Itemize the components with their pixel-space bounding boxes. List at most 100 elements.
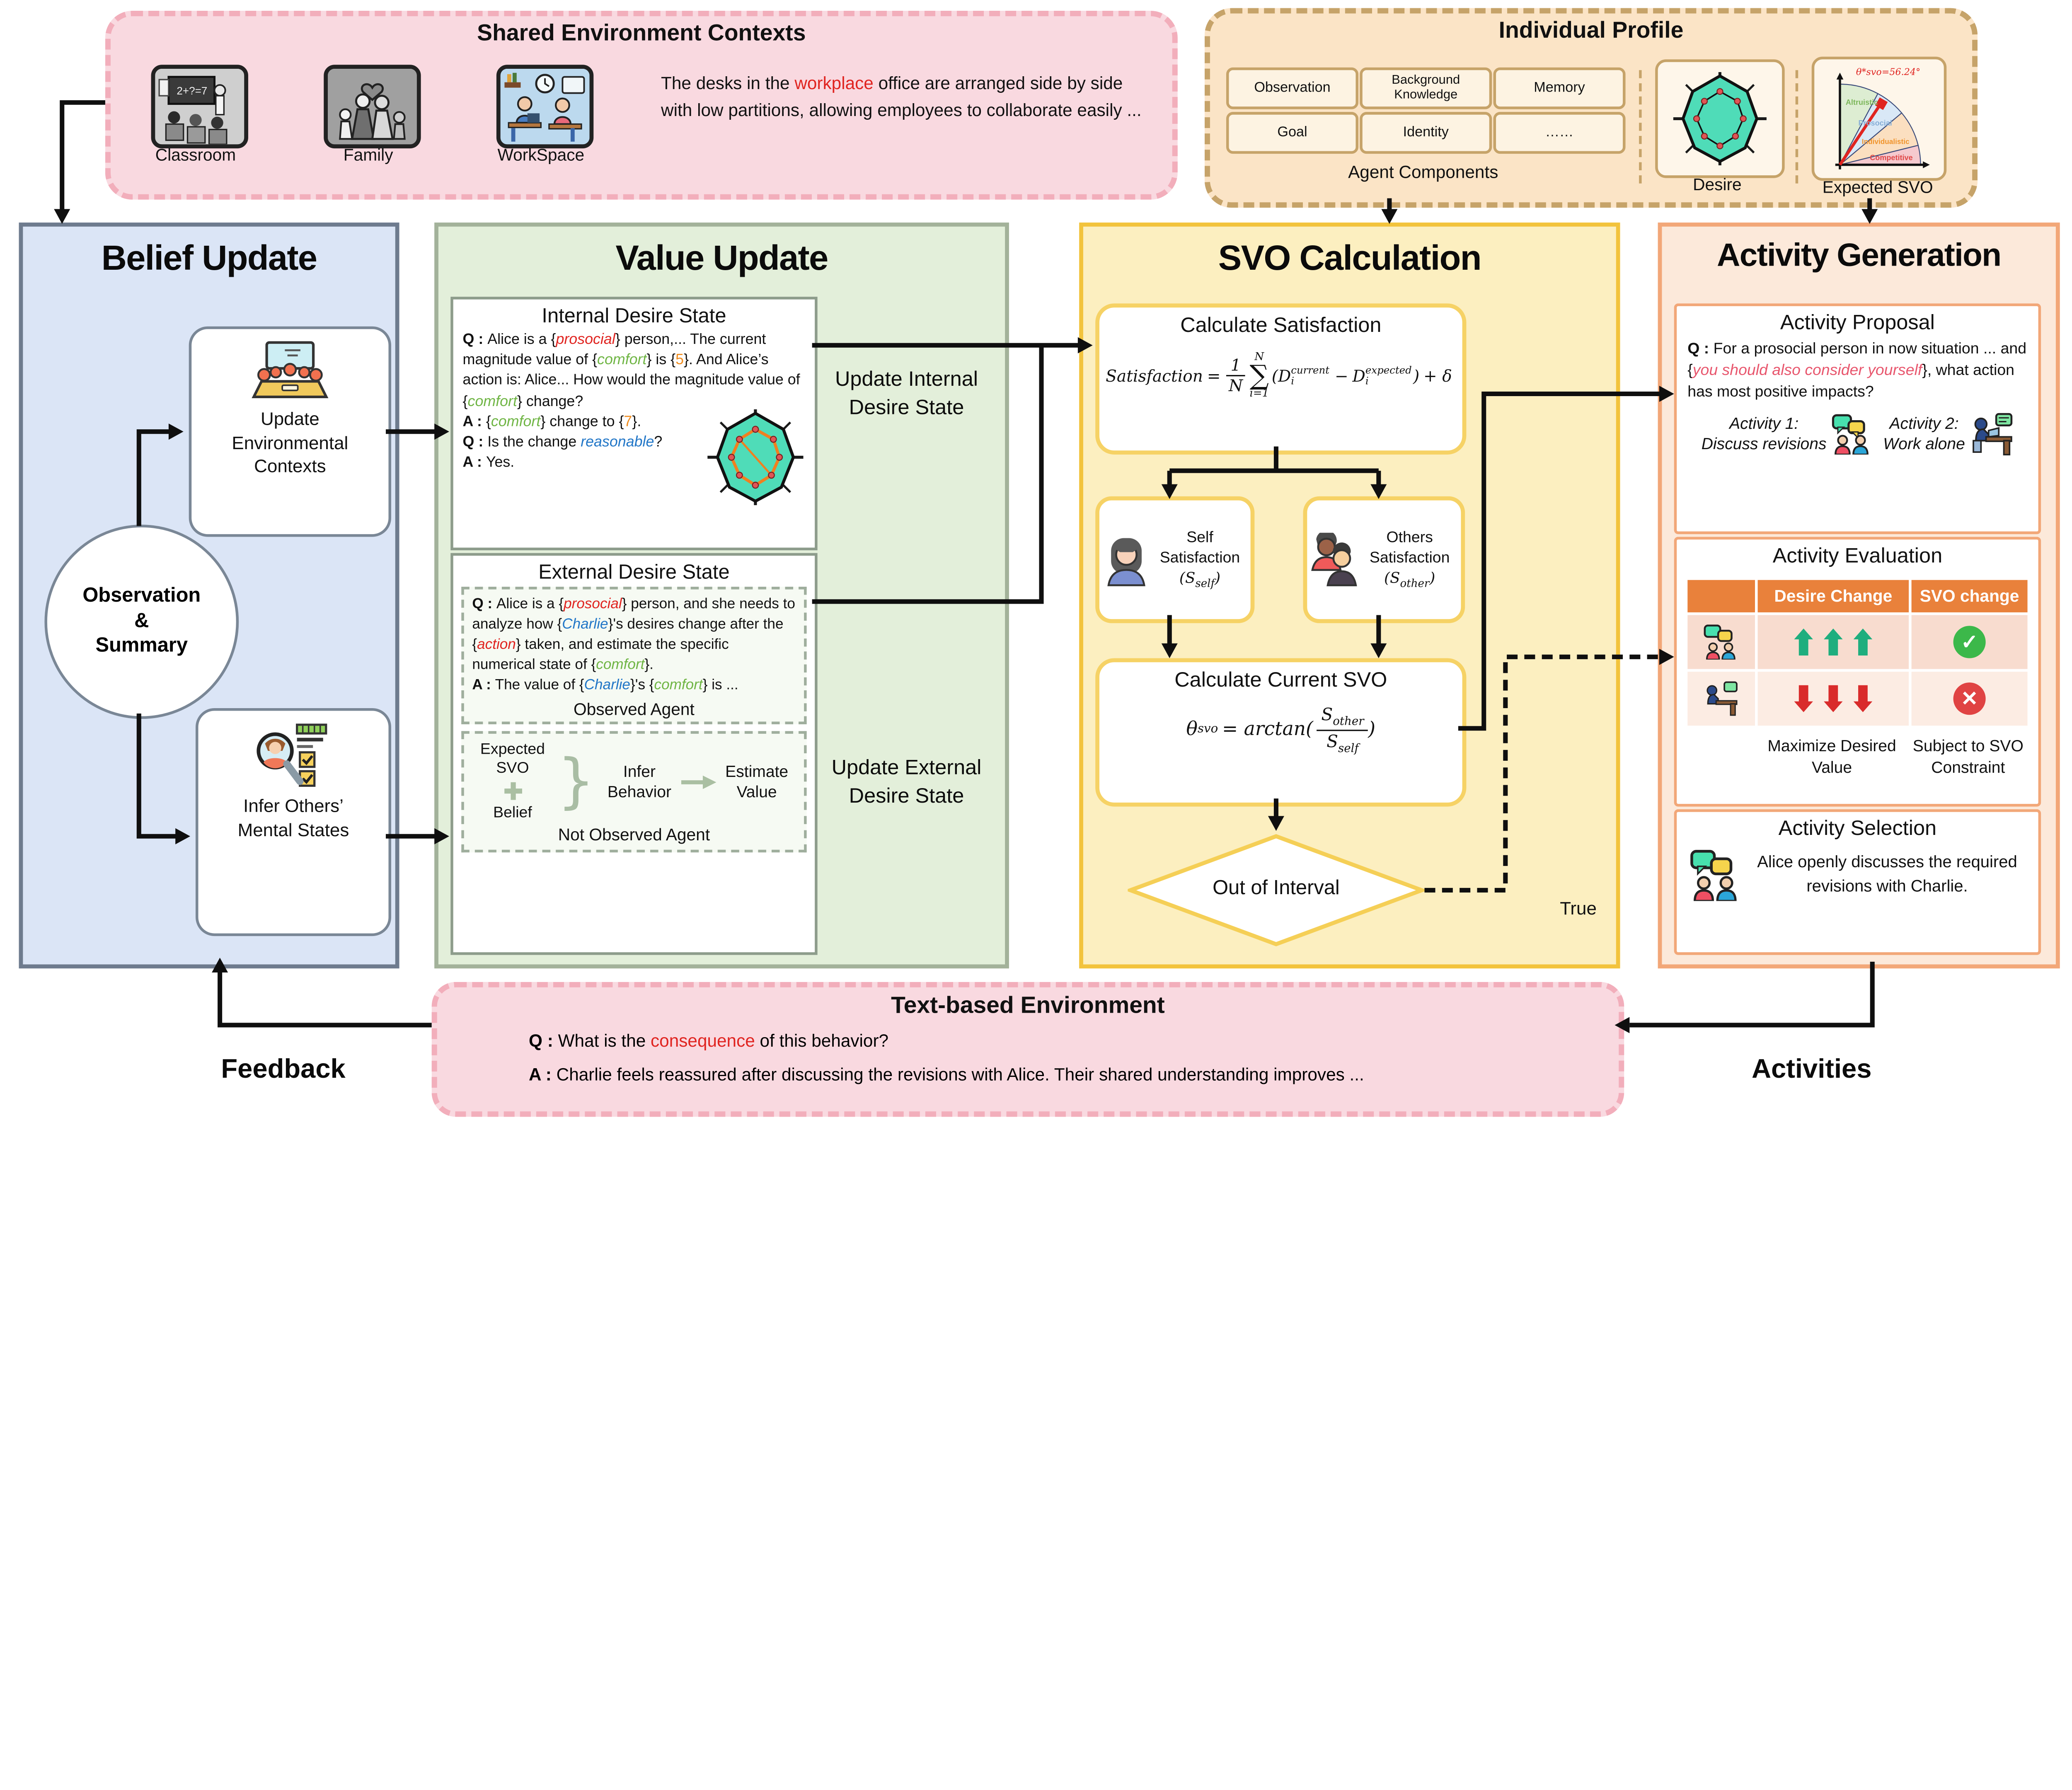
infer-others-mental-states-box: Infer Others’ Mental States [196, 708, 392, 936]
svo-calculation-title: SVO Calculation [1218, 237, 1482, 278]
sector-altruistic: Altruistic [1846, 98, 1878, 106]
infer-others-mental-states-label: Infer Others’ Mental States [237, 796, 349, 840]
self-satisfaction-symbol: (Sself) [1179, 568, 1221, 589]
classroom-image: 2+?=7 [151, 65, 248, 149]
svg-text:2+?=7: 2+?=7 [177, 85, 207, 97]
row2-svo-change-cell: ✕ [1911, 672, 2028, 726]
row1-svo-change-cell: ✓ [1911, 615, 2028, 669]
down-arrow-icon [1824, 685, 1843, 712]
external-desire-state-title: External Desire State [538, 561, 730, 584]
component-observation: Observation [1226, 67, 1358, 109]
infer-behavior-text: Infer Behavior [607, 761, 672, 801]
activity-selection-title: Activity Selection [1778, 817, 1937, 840]
classroom-label: Classroom [155, 145, 236, 165]
shared-env-title: Shared Environment Contexts [477, 20, 806, 46]
activity-selection-box: Activity Selection Alice openly discusse… [1674, 809, 2041, 955]
individual-profile-title: Individual Profile [1498, 17, 1684, 44]
activity-2-label: Activity 2:Work alone [1883, 414, 1965, 454]
update-external-desire-state-label: Update External Desire State [831, 757, 982, 808]
activity-proposal-question: Q : For a prosocial person in now situat… [1687, 341, 2027, 401]
header-svo-change: SVO change [1911, 580, 2028, 612]
discuss-icon [1832, 414, 1869, 455]
infer-magnifier-icon [256, 723, 327, 787]
text-based-environment-banner: Text-based Environment Q : What is the c… [431, 982, 1624, 1117]
component-goal: Goal [1226, 112, 1358, 154]
work-alone-icon [1972, 413, 2012, 456]
down-arrow-icon [1853, 685, 1873, 712]
component-background-knowledge: Background Knowledge [1360, 67, 1492, 109]
component-memory: Memory [1493, 67, 1626, 109]
text-env-answer: A : Charlie feels reassured after discus… [529, 1064, 1364, 1085]
text-env-title: Text-based Environment [891, 991, 1165, 1018]
family-image [324, 65, 421, 149]
arrow-right-icon [681, 775, 716, 789]
sector-competitive: Competitive [1870, 154, 1912, 162]
not-observed-agent-box: Expected SVO Belief } Infer Behavior Est… [461, 730, 807, 852]
profile-divider-2 [1795, 70, 1798, 184]
internal-a2: A : Yes. [462, 455, 515, 471]
self-satisfaction-box: Self Satisfaction (Sself) [1095, 496, 1255, 623]
row2-activity-icon-cell [1687, 672, 1755, 726]
self-person-icon [1107, 538, 1145, 586]
activities-label: Activities [1751, 1055, 1872, 1085]
desire-radar-icon [1673, 72, 1767, 165]
observed-a: A : The value of {Charlie}'s {comfort} i… [472, 677, 738, 694]
desire-chart-box [1655, 59, 1785, 178]
row1-desire-change-cell [1757, 615, 1909, 669]
workspace-illustration [500, 69, 590, 145]
out-of-interval-label: Out of Interval [1213, 876, 1340, 900]
activity-selection-text: Alice openly discusses the required revi… [1757, 852, 2017, 896]
discuss-icon-selection [1690, 850, 1737, 901]
others-satisfaction-box: Others Satisfaction (Sother) [1303, 496, 1465, 623]
shared-environment-contexts-banner: Shared Environment Contexts 2+?=7 Classr… [105, 11, 1178, 200]
svo-constraint-caption: Subject to SVO Constraint [1912, 736, 2024, 776]
row1-activity-icon-cell [1687, 615, 1755, 669]
calculate-current-svo-title: Calculate Current SVO [1174, 669, 1387, 692]
update-environmental-contexts-box: Update Environmental Contexts [189, 326, 392, 537]
others-satisfaction-line1: Others [1386, 530, 1433, 546]
up-arrow-icon [1794, 628, 1813, 656]
theta-svo-value: θ*svo=56.24° [1856, 67, 1920, 77]
feedback-label: Feedback [221, 1055, 346, 1085]
external-desire-state-box: External Desire State Q : Alice is a {pr… [450, 553, 818, 955]
observed-q: Q : Alice is a {prosocial} person, and s… [472, 596, 795, 674]
expected-svo-label: Expected SVO [1822, 178, 1933, 197]
individual-profile-banner: Individual Profile Observation Backgroun… [1204, 8, 1978, 208]
up-arrow-icon [1853, 628, 1873, 656]
expected-svo-chart-box: θ*svo=56.24° Altruistic Prosocial Indivi… [1811, 56, 1947, 181]
others-satisfaction-symbol: (Sother) [1384, 568, 1435, 589]
internal-q1: Q : Alice is a {prosocial} person,... Th… [462, 331, 800, 410]
component-more: …… [1493, 112, 1626, 154]
value-update-title: Value Update [615, 237, 829, 278]
sector-individualistic: Individualistic [1862, 138, 1910, 146]
internal-desire-state-title: Internal Desire State [542, 305, 726, 328]
activity-evaluation-box: Activity Evaluation Desire Change SVO ch… [1674, 537, 2041, 807]
activity-generation-title: Activity Generation [1716, 237, 2002, 274]
shared-env-description: The desks in the workplace office are ar… [661, 73, 1142, 121]
activity-proposal-title: Activity Proposal [1780, 311, 1935, 335]
self-satisfaction-line1: Self [1186, 530, 1213, 546]
update-environmental-contexts-label: Update Environmental Contexts [232, 409, 349, 477]
brace-glyph: } [557, 747, 595, 816]
family-illustration [328, 69, 417, 145]
activity-evaluation-title: Activity Evaluation [1772, 545, 1943, 568]
x-icon: ✕ [1953, 682, 1986, 715]
component-identity: Identity [1360, 112, 1492, 154]
classroom-illustration: 2+?=7 [155, 69, 244, 145]
observation-summary-text: Observation&Summary [82, 584, 201, 658]
workspace-image [496, 65, 594, 149]
activity-proposal-box: Activity Proposal Q : For a prosocial pe… [1674, 303, 2041, 535]
expected-svo-text: Expected SVO [480, 741, 545, 777]
out-of-interval-diamond: Out of Interval [1128, 834, 1425, 947]
plus-icon [503, 782, 522, 801]
not-observed-agent-label: Not Observed Agent [558, 825, 710, 844]
calculate-satisfaction-title: Calculate Satisfaction [1180, 314, 1382, 337]
others-satisfaction-line2: Satisfaction [1369, 550, 1450, 566]
activity-1-label: Activity 1:Discuss revisions [1701, 414, 1827, 454]
update-internal-desire-state-label: Update Internal Desire State [835, 368, 978, 420]
profile-divider [1639, 70, 1642, 184]
expected-svo-fan-icon: θ*svo=56.24° Altruistic Prosocial Indivi… [1835, 67, 1930, 169]
check-icon: ✓ [1953, 626, 1986, 658]
